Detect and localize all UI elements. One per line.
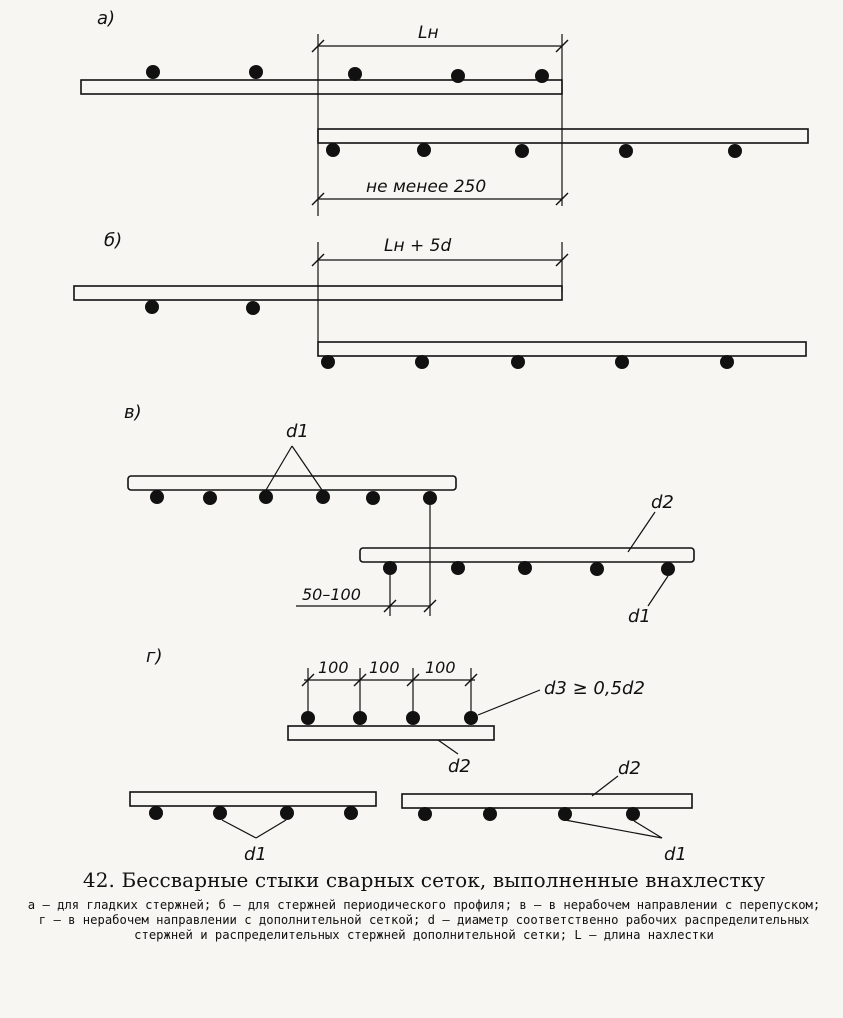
lower-mesh-rods [326, 143, 742, 158]
d2-label: d2 [651, 492, 674, 513]
upper-mesh-rods [146, 65, 549, 83]
left-base-mesh-rods [149, 806, 358, 820]
d2-right-label: d2 [618, 758, 641, 779]
d2-mid-label: d2 [448, 756, 471, 777]
lower-mesh-bar [359, 547, 695, 563]
panel-v-label: в) [124, 402, 142, 423]
mesh-joint-diagram: а) Lн не менее 250 [73, 8, 809, 860]
upper-mesh-bar [73, 285, 563, 301]
d1-bottom-label: d1 [628, 606, 651, 627]
d1-left-label: d1 [244, 844, 267, 860]
left-base-mesh-bar [129, 791, 377, 807]
figure-caption: 42. Бессварные стыки сварных сеток, выпо… [24, 868, 824, 943]
spacing-label-1: 100 [318, 658, 349, 677]
offset-dimension-label: 50–100 [302, 585, 361, 604]
panel-v: в) d1 d2 d1 [124, 402, 695, 627]
upper-mesh-rods [145, 300, 260, 315]
panel-b: б) Lн + 5d [73, 230, 807, 369]
figure-legend: а — для гладких стержней; б — для стержн… [27, 898, 821, 942]
overlap-length-label: Lн + 5d [384, 236, 451, 256]
lower-mesh-rods [383, 561, 675, 576]
panel-a-label: а) [97, 8, 115, 29]
lower-mesh-bar [317, 341, 807, 357]
panel-g: г) 100 100 100 d3 ≥ 0,5d2 [129, 646, 693, 860]
min-length-label: не менее 250 [366, 177, 486, 197]
d1-top-label: d1 [286, 421, 309, 442]
upper-mesh-rods [150, 490, 437, 505]
right-base-mesh-rods [418, 807, 640, 821]
right-base-mesh-bar [401, 793, 693, 809]
additional-mesh-rods [301, 711, 478, 725]
spacing-label-2: 100 [369, 658, 400, 677]
panel-a: а) Lн не менее 250 [80, 8, 809, 216]
d1-right-label: d1 [664, 844, 687, 860]
overlap-length-label: Lн [418, 23, 439, 43]
lower-mesh-bar [317, 128, 809, 144]
panel-g-label: г) [146, 646, 162, 667]
panel-b-label: б) [104, 230, 122, 251]
upper-mesh-bar [127, 475, 457, 491]
lower-mesh-rods [321, 355, 734, 369]
upper-mesh-bar [80, 79, 563, 95]
d3-label: d3 ≥ 0,5d2 [544, 678, 645, 699]
figure-title: 42. Бессварные стыки сварных сеток, выпо… [82, 868, 766, 892]
additional-mesh-bar [287, 725, 495, 741]
spacing-label-3: 100 [425, 658, 456, 677]
